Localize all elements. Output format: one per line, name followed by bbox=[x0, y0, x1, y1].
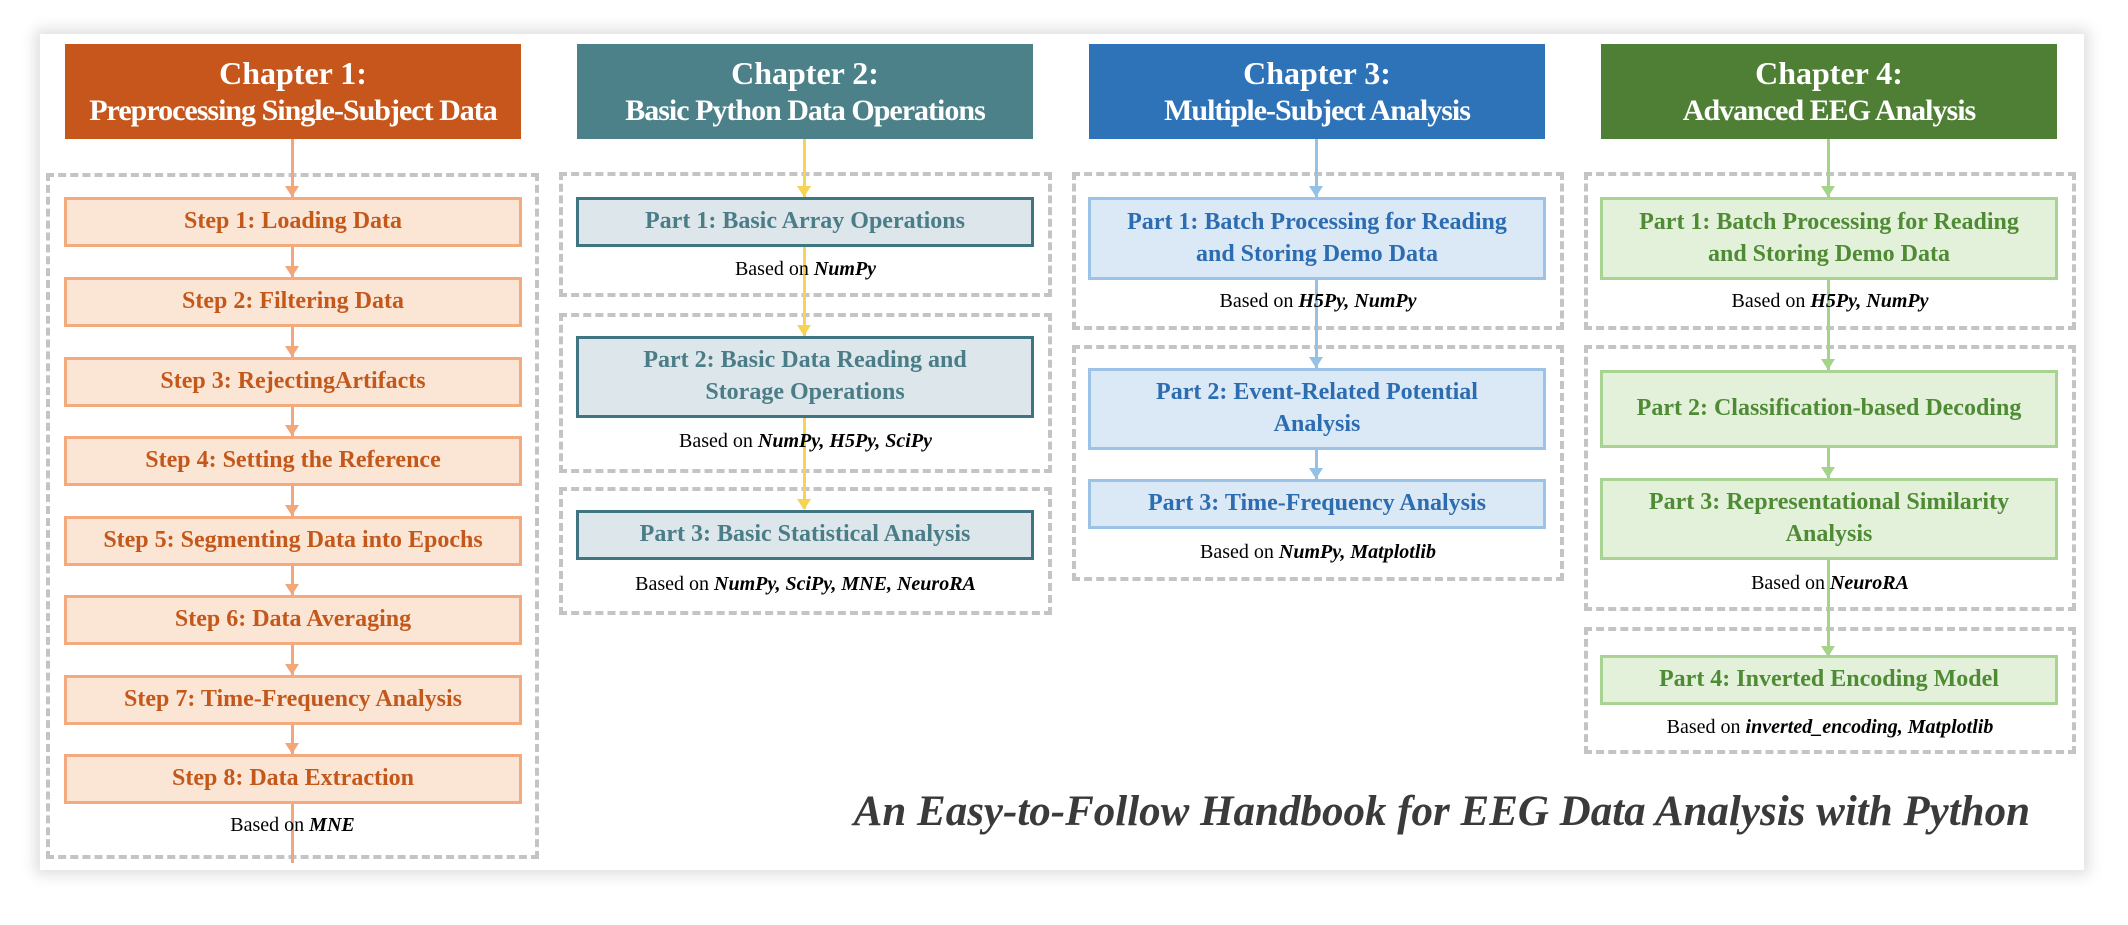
chapter-1-connector bbox=[291, 139, 294, 863]
chapter-3-part-2: Part 2: Event-Related Potential Analysis bbox=[1088, 368, 1546, 450]
library-list: H5Py, NumPy bbox=[1810, 290, 1929, 312]
arrow-icon bbox=[285, 186, 299, 197]
library-list: H5Py, NumPy bbox=[1298, 290, 1417, 312]
arrow-icon bbox=[1309, 468, 1323, 479]
chapter-3-connector bbox=[1315, 139, 1318, 479]
library-list: NumPy, Matplotlib bbox=[1278, 541, 1436, 563]
chapter-3-subtitle: Multiple-Subject Analysis bbox=[1164, 93, 1471, 127]
arrow-icon bbox=[1821, 646, 1835, 657]
chapter-2-subtitle: Basic Python Data Operations bbox=[625, 93, 986, 127]
chapter-4-part-3: Part 3: Representational Similarity Anal… bbox=[1600, 478, 2058, 560]
chapter-2-note-1: Based on NumPy bbox=[734, 258, 877, 280]
arrow-icon bbox=[285, 425, 299, 436]
chapter-4-note-1: Based on H5Py, NumPy bbox=[1731, 290, 1929, 312]
arrow-icon bbox=[797, 186, 811, 197]
chapter-2-header: Chapter 2: Basic Python Data Operations bbox=[577, 44, 1033, 139]
chapter-4-part-4: Part 4: Inverted Encoding Model bbox=[1600, 655, 2058, 705]
arrow-icon bbox=[285, 584, 299, 595]
chapter-4-part-2: Part 2: Classification-based Decoding bbox=[1600, 370, 2058, 448]
arrow-icon bbox=[1821, 467, 1835, 478]
chapter-1-step-4: Step 4: Setting the Reference bbox=[64, 436, 522, 486]
chapter-4-part-1-group bbox=[1584, 172, 2076, 330]
chapter-3-heading: Chapter 3: bbox=[1243, 54, 1391, 91]
arrow-icon bbox=[1309, 186, 1323, 197]
arrow-icon bbox=[285, 743, 299, 754]
chapter-4-note-2: Based on NeuroRA bbox=[1751, 572, 1909, 594]
arrow-icon bbox=[1821, 186, 1835, 197]
chapter-2-part-3: Part 3: Basic Statistical Analysis bbox=[576, 510, 1034, 560]
chapter-4-subtitle: Advanced EEG Analysis bbox=[1682, 93, 1976, 127]
chapter-1-header: Chapter 1: Preprocessing Single-Subject … bbox=[65, 44, 521, 139]
arrow-icon bbox=[285, 346, 299, 357]
chapter-4-header: Chapter 4: Advanced EEG Analysis bbox=[1601, 44, 2057, 139]
chapter-1-heading: Chapter 1: bbox=[219, 54, 367, 91]
chapter-2-connector bbox=[803, 139, 806, 509]
chapter-3-header: Chapter 3: Multiple-Subject Analysis bbox=[1089, 44, 1545, 139]
arrow-icon bbox=[1309, 357, 1323, 368]
chapter-1-step-7: Step 7: Time-Frequency Analysis bbox=[64, 675, 522, 725]
chapter-3-part-23-group bbox=[1072, 345, 1564, 581]
chapter-2-heading: Chapter 2: bbox=[731, 54, 879, 91]
library-list: NumPy, SciPy, MNE, NeuroRA bbox=[714, 573, 976, 595]
chapter-4-heading: Chapter 4: bbox=[1755, 54, 1903, 91]
arrow-icon bbox=[1821, 359, 1835, 370]
handbook-title: An Easy-to-Follow Handbook for EEG Data … bbox=[853, 788, 2030, 835]
chapter-3-part-1-group bbox=[1072, 172, 1564, 330]
chapter-2-part-1: Part 1: Basic Array Operations bbox=[576, 197, 1034, 247]
arrow-icon bbox=[797, 325, 811, 336]
arrow-icon bbox=[797, 499, 811, 510]
chapter-4-note-3: Based on inverted_encoding, Matplotlib bbox=[1666, 716, 1994, 738]
chapter-2-part-2: Part 2: Basic Data Reading and Storage O… bbox=[576, 336, 1034, 418]
chapter-1-step-6: Step 6: Data Averaging bbox=[64, 595, 522, 645]
chapter-1-subtitle: Preprocessing Single-Subject Data bbox=[89, 93, 498, 127]
chapter-3-note-1: Based on H5Py, NumPy bbox=[1219, 290, 1417, 312]
chapter-2-note-3: Based on NumPy, SciPy, MNE, NeuroRA bbox=[635, 573, 976, 595]
chapter-3-part-1: Part 1: Batch Processing for Reading and… bbox=[1088, 197, 1546, 280]
chapter-4-part-23-group bbox=[1584, 345, 2076, 611]
library-list: MNE bbox=[309, 814, 355, 836]
chapter-3-note-2: Based on NumPy, Matplotlib bbox=[1200, 541, 1436, 563]
arrow-icon bbox=[285, 266, 299, 277]
library-list: NumPy bbox=[813, 258, 877, 280]
chapter-1-step-2: Step 2: Filtering Data bbox=[64, 277, 522, 327]
chapter-1-step-1: Step 1: Loading Data bbox=[64, 197, 522, 247]
chapter-4-part-1: Part 1: Batch Processing for Reading and… bbox=[1600, 197, 2058, 280]
arrow-icon bbox=[285, 505, 299, 516]
arrow-icon bbox=[285, 664, 299, 675]
chapter-2-note-2: Based on NumPy, H5Py, SciPy bbox=[679, 430, 932, 452]
library-list: NeuroRA bbox=[1829, 572, 1909, 594]
chapter-1-note: Based on MNE bbox=[230, 814, 355, 836]
library-list: NumPy, H5Py, SciPy bbox=[757, 430, 932, 452]
chapter-1-step-3: Step 3: RejectingArtifacts bbox=[64, 357, 522, 407]
chapter-3-part-3: Part 3: Time-Frequency Analysis bbox=[1088, 479, 1546, 529]
chapter-1-step-8: Step 8: Data Extraction bbox=[64, 754, 522, 804]
chapter-4-part-4-group bbox=[1584, 627, 2076, 754]
library-list: inverted_encoding, Matplotlib bbox=[1745, 716, 1994, 738]
chapter-1-step-5: Step 5: Segmenting Data into Epochs bbox=[64, 516, 522, 566]
